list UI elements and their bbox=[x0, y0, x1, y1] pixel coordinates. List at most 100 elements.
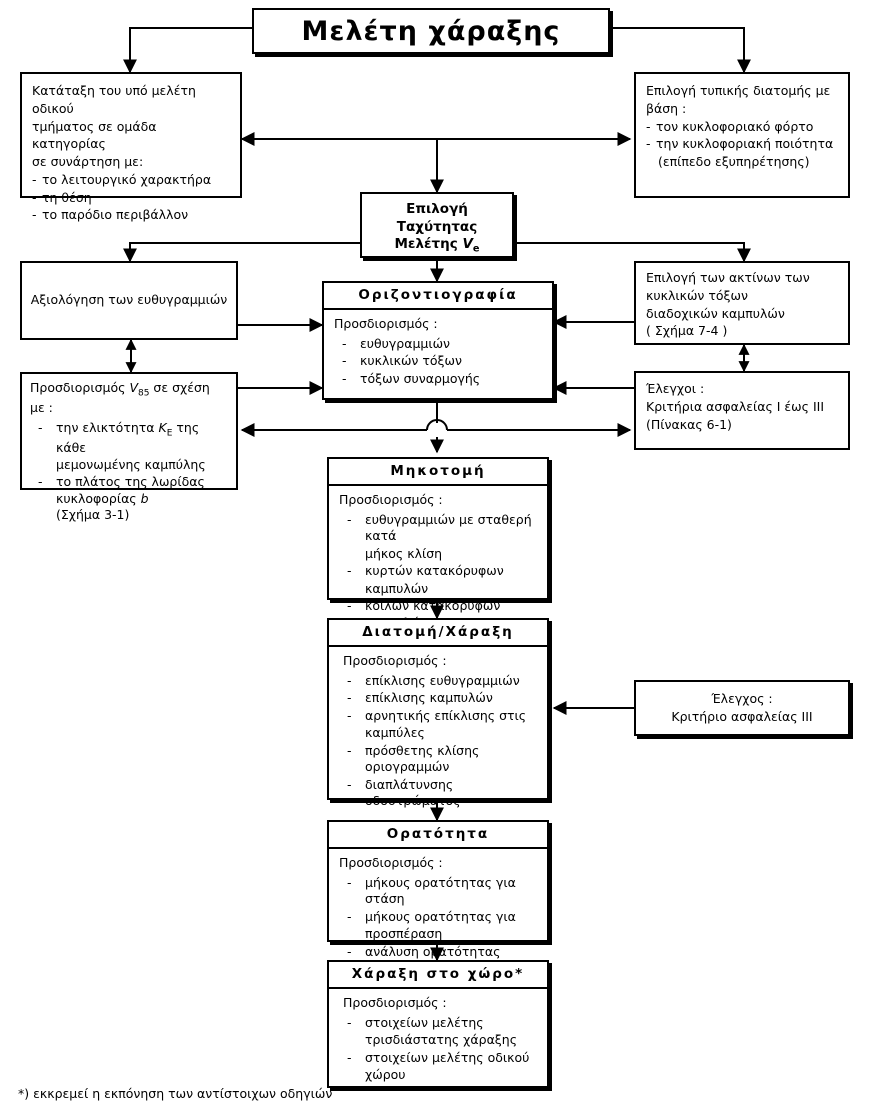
node-radii[interactable]: Επιλογή των ακτίνων των κυκλικών τόξων δ… bbox=[634, 261, 850, 345]
cross-lead: Προσδιορισμός : bbox=[343, 653, 447, 668]
list-item: επίκλισης ευθυγραμμιών bbox=[339, 673, 539, 690]
node-check-criterion-iii[interactable]: Έλεγχος : Κριτήριο ασφαλείας III bbox=[634, 680, 850, 736]
horizontal-alignment-body: Προσδιορισμός : ευθυγραμμιών κυκλικών τό… bbox=[324, 310, 552, 392]
design-speed-subscript: e bbox=[472, 243, 480, 255]
node-evaluation[interactable]: Αξιολόγηση των ευθυγραμμιών bbox=[20, 261, 238, 340]
footnote: *) εκκρεμεί η εκπόνηση των αντίστοιχων ο… bbox=[18, 1086, 333, 1101]
node-typical-cross-section[interactable]: Επιλογή τυπικής διατομής με βάση : τον κ… bbox=[634, 72, 850, 198]
node-classification[interactable]: Κατάταξη του υπό μελέτη οδικού τμήματος … bbox=[20, 72, 242, 224]
v85-item1-cont: κυκλοφορίας b bbox=[56, 490, 149, 506]
spatial-header: Χάραξη στο χώρο* bbox=[329, 962, 547, 989]
page-title: Μελέτη χάραξης bbox=[252, 8, 610, 54]
radii-line-4: ( Σχήμα 7-4 ) bbox=[646, 323, 728, 339]
classification-items: το λειτουργικό χαρακτήρα τη θέση το παρό… bbox=[32, 171, 230, 224]
list-item: αρνητικής επίκλισης στις bbox=[339, 708, 539, 725]
spatial-body: Προσδιορισμός : στοιχείων μελέτης τρισδι… bbox=[329, 989, 547, 1089]
v85-lead: Προσδιορισμός V85 σε σχέση με : bbox=[30, 380, 228, 417]
design-speed-line-3: Μελέτης Ve bbox=[362, 236, 512, 256]
design-speed-line-2: Ταχύτητας bbox=[396, 218, 478, 235]
list-item: την ελικτότητα KE της κάθε μεμονωμένης κ… bbox=[30, 420, 228, 473]
design-speed-label: Μελέτης bbox=[394, 236, 463, 253]
list-item: ευθυγραμμιών bbox=[334, 336, 544, 353]
v85-body: Προσδιορισμός V85 σε σχέση με : την ελικ… bbox=[22, 374, 236, 529]
check2-body: Έλεγχος : Κριτήριο ασφαλείας III bbox=[636, 682, 848, 734]
design-speed-body: Επιλογή Ταχύτητας Μελέτης Ve bbox=[362, 194, 512, 256]
evaluation-text: Αξιολόγηση των ευθυγραμμιών bbox=[30, 292, 228, 308]
v85-item0-var: K bbox=[158, 419, 167, 435]
profile-body: Προσδιορισμός : ευθυγραμμιών με σταθερή … bbox=[329, 486, 547, 636]
horizontal-alignment-header: Οριζοντιογραφία bbox=[324, 283, 552, 310]
checks1-line-3: (Πίνακας 6-1) bbox=[646, 416, 732, 432]
list-item: πρόσθετης κλίσης οριογραμμών bbox=[339, 743, 539, 776]
node-cross-section-design[interactable]: Διατομή/Χάραξη Προσδιορισμός : επίκλισης… bbox=[327, 618, 549, 808]
list-item-cont: χώρου bbox=[365, 1067, 406, 1082]
visibility-body: Προσδιορισμός : μήκους ορατότητας για στ… bbox=[329, 849, 547, 965]
check2-line-1: Έλεγχος : bbox=[711, 690, 773, 706]
v85-lead-pre: Προσδιορισμός bbox=[30, 380, 130, 395]
radii-body: Επιλογή των ακτίνων των κυκλικών τόξων δ… bbox=[636, 263, 848, 348]
check2-line-2: Κριτήριο ασφαλείας III bbox=[671, 709, 813, 724]
v85-item0-post: της κάθε bbox=[56, 419, 200, 456]
cross-design-body: Προσδιορισμός : επίκλισης ευθυγραμμιών ε… bbox=[329, 647, 547, 815]
page-title-text: Μελέτη χάραξης bbox=[301, 15, 561, 47]
list-item: ευθυγραμμιών με σταθερή κατά bbox=[339, 512, 539, 545]
design-speed-variable: V bbox=[462, 236, 473, 253]
v85-item0-cont: μεμονωμένης καμπύλης bbox=[56, 456, 206, 472]
classification-line-1: Κατάταξη του υπό μελέτη οδικού bbox=[32, 83, 196, 116]
list-item: το πλάτος της λωρίδας κυκλοφορίας b (Σχή… bbox=[30, 474, 228, 524]
cross-section-items: τον κυκλοφοριακό φόρτο την κυκλοφοριακή … bbox=[646, 118, 838, 154]
checks1-line-1: Έλεγχοι : bbox=[646, 381, 705, 396]
v85-items: την ελικτότητα KE της κάθε μεμονωμένης κ… bbox=[30, 420, 228, 524]
cross-section-line-2: βάση : bbox=[646, 100, 687, 116]
cross-section-body: Επιλογή τυπικής διατομής με βάση : τον κ… bbox=[636, 74, 848, 179]
list-item-cont: προσπέραση bbox=[365, 926, 443, 941]
list-item: επίκλισης καμπυλών bbox=[339, 690, 539, 707]
node-spatial-alignment[interactable]: Χάραξη στο χώρο* Προσδιορισμός : στοιχεί… bbox=[327, 960, 549, 1088]
node-v85[interactable]: Προσδιορισμός V85 σε σχέση με : την ελικ… bbox=[20, 372, 238, 522]
list-item: τον κυκλοφοριακό φόρτο bbox=[646, 118, 838, 136]
design-speed-line-1: Επιλογή bbox=[406, 201, 468, 217]
v85-item1-pre: το πλάτος της λωρίδας bbox=[56, 474, 205, 490]
list-item: το παρόδιο περιβάλλον bbox=[32, 206, 230, 224]
list-item: στοιχείων μελέτης οδικού bbox=[339, 1050, 539, 1067]
profile-header: Μηκοτομή bbox=[329, 459, 547, 486]
list-item: μήκους ορατότητας για στάση bbox=[339, 875, 539, 908]
list-item: ανάλυση ορατότητας bbox=[339, 944, 539, 961]
radii-line-3: διαδοχικών καμπυλών bbox=[646, 305, 785, 321]
list-item: τη θέση bbox=[32, 189, 230, 207]
profile-items: ευθυγραμμιών με σταθερή κατά μήκος κλίση… bbox=[339, 512, 539, 632]
list-item-cont: τρισδιάστατης χάραξης bbox=[365, 1032, 518, 1047]
list-item: κυρτών κατακόρυφων bbox=[339, 563, 539, 580]
list-item: τόξων συναρμογής bbox=[334, 371, 544, 388]
v85-item0-pre: την ελικτότητα bbox=[56, 419, 159, 435]
list-item: διαπλάτυνσης οδοστρώματος bbox=[339, 777, 539, 810]
node-profile[interactable]: Μηκοτομή Προσδιορισμός : ευθυγραμμιών με… bbox=[327, 457, 549, 630]
cross-design-header: Διατομή/Χάραξη bbox=[329, 620, 547, 647]
horizontal-lead: Προσδιορισμός : bbox=[334, 316, 438, 331]
list-item-cont: καμπύλες bbox=[365, 725, 425, 740]
visibility-lead: Προσδιορισμός : bbox=[339, 855, 443, 870]
v85-subscript: 85 bbox=[138, 388, 150, 399]
node-horizontal-alignment[interactable]: Οριζοντιογραφία Προσδιορισμός : ευθυγραμ… bbox=[322, 281, 554, 400]
node-classification-body: Κατάταξη του υπό μελέτη οδικού τμήματος … bbox=[22, 74, 240, 232]
classification-line-2: τμήματος σε ομάδα κατηγορίας bbox=[32, 118, 157, 152]
v85-ref: (Σχήμα 3-1) bbox=[56, 507, 130, 523]
horizontal-items: ευθυγραμμιών κυκλικών τόξων τόξων συναρμ… bbox=[334, 336, 544, 388]
list-item: το λειτουργικό χαρακτήρα bbox=[32, 171, 230, 189]
visibility-items: μήκους ορατότητας για στάση μήκους ορατό… bbox=[339, 875, 539, 961]
safety-checks-body: Έλεγχοι : Κριτήρια ασφαλείας I έως III (… bbox=[636, 373, 848, 441]
list-item-cont: καμπυλών bbox=[365, 580, 429, 596]
node-visibility[interactable]: Ορατότητα Προσδιορισμός : μήκους ορατότη… bbox=[327, 820, 549, 960]
v85-item0-sub: E bbox=[166, 428, 173, 439]
cross-section-line-1: Επιλογή τυπικής διατομής με bbox=[646, 83, 831, 98]
list-item: την κυκλοφοριακή ποιότητα bbox=[646, 135, 838, 153]
list-item-cont: μήκος κλίση bbox=[365, 545, 443, 561]
radii-line-1: Επιλογή των ακτίνων των bbox=[646, 270, 810, 285]
node-safety-checks[interactable]: Έλεγχοι : Κριτήρια ασφαλείας I έως III (… bbox=[634, 371, 850, 450]
cross-section-sub: (επίπεδο εξυπηρέτησης) bbox=[658, 154, 810, 169]
v85-lead-post: σε σχέση με : bbox=[30, 380, 210, 416]
profile-lead: Προσδιορισμός : bbox=[339, 492, 443, 507]
node-design-speed[interactable]: Επιλογή Ταχύτητας Μελέτης Ve bbox=[360, 192, 514, 258]
checks1-line-2: Κριτήρια ασφαλείας I έως III bbox=[646, 398, 825, 414]
list-item: μήκους ορατότητας για bbox=[339, 909, 539, 926]
